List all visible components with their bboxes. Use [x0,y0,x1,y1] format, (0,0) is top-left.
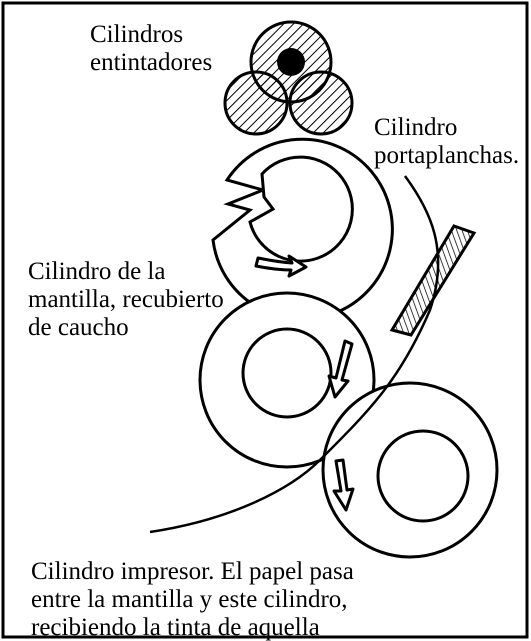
blanket-rotation-arrow [327,339,354,399]
paper-path [149,175,440,534]
left-ink-roller [223,70,289,136]
blanket-cylinder-inner [241,327,333,419]
inking-rollers [223,20,354,136]
blanket-label-line-2: mantilla, recubierto [28,286,224,313]
impression-label-line-3: recibiendo la tinta de aquella [31,614,320,641]
blanket-label-line-1: Cilindro de la [28,258,165,285]
ink-roller-center [277,48,305,76]
plate-cylinder-label: Cilindro portaplanchas. [374,114,519,169]
printing-plate [389,224,477,337]
plate-rotation-arrow [254,254,308,278]
inking-label-line-1: Cilindros [90,21,183,48]
plate-cylinder-core [248,155,354,263]
plate-cylinder [211,137,394,321]
plate-label-line-1: Cilindro [374,114,457,141]
inking-label-line-2: entintadores [90,49,212,76]
blanket-cylinder-label: Cilindro de la mantilla, recubierto de c… [28,258,224,341]
impression-cylinder [321,381,499,559]
blanket-cylinder [198,291,376,469]
impression-label-line-1: Cilindro impresor. El papel pasa [31,558,354,585]
plate-label-line-2: portaplanchas. [374,142,519,169]
impression-rotation-arrow [332,458,355,512]
impression-cylinder-inner [376,429,470,523]
inking-rollers-label: Cilindros entintadores [90,21,212,76]
impression-cylinder-label: Cilindro impresor. El papel pasa entre l… [31,558,354,641]
impression-label-line-2: entre la mantilla y este cilindro, [31,586,348,613]
right-ink-roller [288,70,354,136]
blanket-label-line-3: de caucho [28,314,129,341]
